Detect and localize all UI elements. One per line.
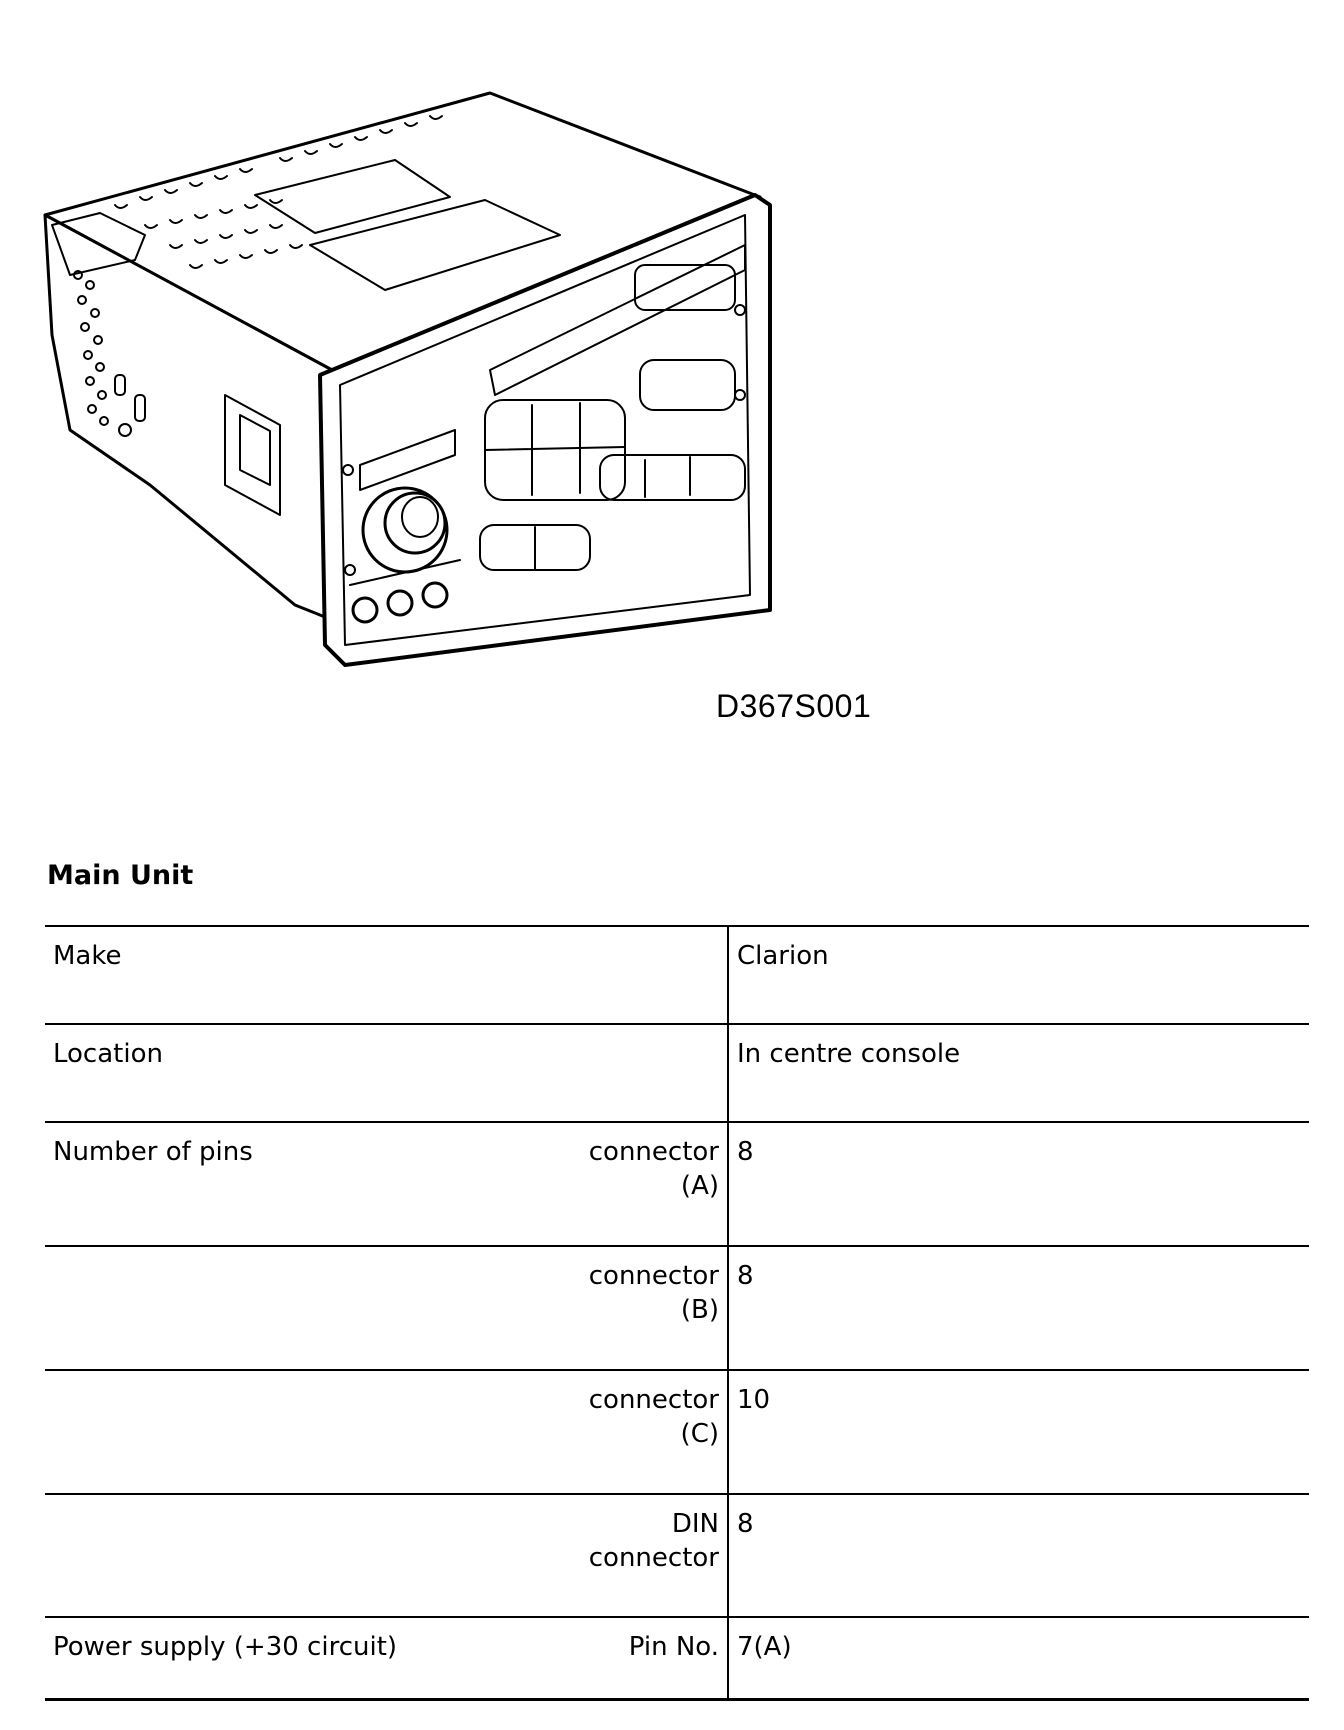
row-label	[45, 1370, 461, 1494]
radio-unit-figure: D367S001	[40, 85, 871, 735]
row-label: Location	[53, 1039, 163, 1069]
row-sub: connector(A)	[461, 1122, 729, 1246]
row-sub	[461, 1024, 729, 1122]
table-row: connector(C) 10	[45, 1370, 1309, 1494]
row-value: 8	[737, 1261, 754, 1291]
table-row: Power supply (+30 circuit) Pin No. 7(A)	[45, 1617, 1309, 1699]
spec-table: Make Clarion Location In centre console …	[45, 925, 1309, 1701]
row-sub: connector(C)	[461, 1370, 729, 1494]
radio-head-unit-illustration	[43, 91, 772, 667]
table-row: Make Clarion	[45, 926, 1309, 1024]
section-title: Main Unit	[47, 860, 194, 891]
table-row: connector(B) 8	[45, 1246, 1309, 1370]
row-sub	[461, 926, 729, 1024]
row-label: Number of pins	[53, 1137, 253, 1167]
row-label: Power supply (+30 circuit)	[53, 1632, 398, 1662]
row-sub: connector(B)	[461, 1246, 729, 1370]
row-label	[45, 1494, 461, 1617]
table-row: Number of pins connector(A) 8	[45, 1122, 1309, 1246]
row-label: Make	[53, 941, 122, 971]
row-label	[45, 1246, 461, 1370]
row-value: Clarion	[737, 941, 829, 971]
row-value: 10	[737, 1385, 771, 1415]
figure-caption: D367S001	[716, 688, 872, 724]
row-sub: Pin No.	[461, 1617, 729, 1699]
row-value: In centre console	[737, 1039, 961, 1069]
row-value: 8	[737, 1137, 754, 1167]
row-value: 7(A)	[737, 1632, 792, 1662]
table-row: Location In centre console	[45, 1024, 1309, 1122]
row-value: 8	[737, 1509, 754, 1539]
